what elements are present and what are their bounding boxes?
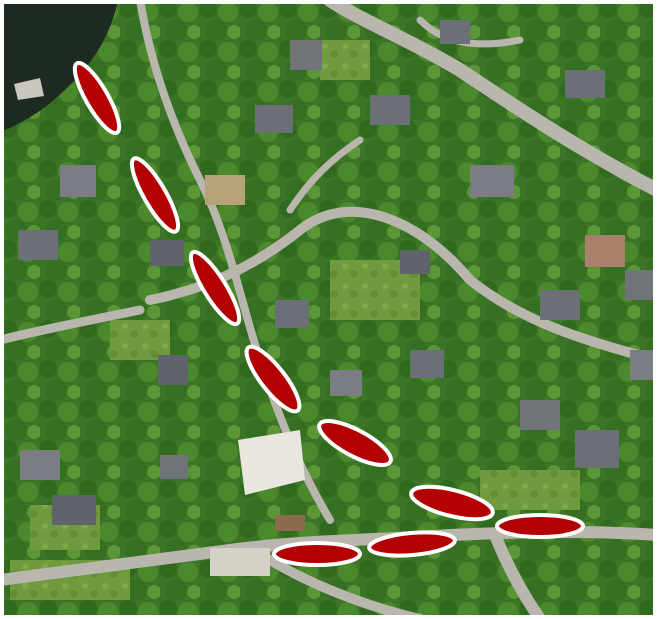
route-marker[interactable]	[272, 541, 362, 567]
marker-layer	[67, 58, 585, 567]
route-marker[interactable]	[408, 480, 496, 526]
route-marker[interactable]	[314, 413, 397, 474]
route-marker[interactable]	[495, 513, 585, 539]
route-marker[interactable]	[183, 247, 246, 330]
route-marker[interactable]	[67, 58, 126, 138]
route-marker[interactable]	[124, 153, 185, 237]
buildings	[18, 20, 657, 576]
dock	[14, 78, 44, 100]
route-marker[interactable]	[367, 529, 457, 558]
lake	[0, 0, 118, 132]
route-marker[interactable]	[239, 340, 307, 418]
